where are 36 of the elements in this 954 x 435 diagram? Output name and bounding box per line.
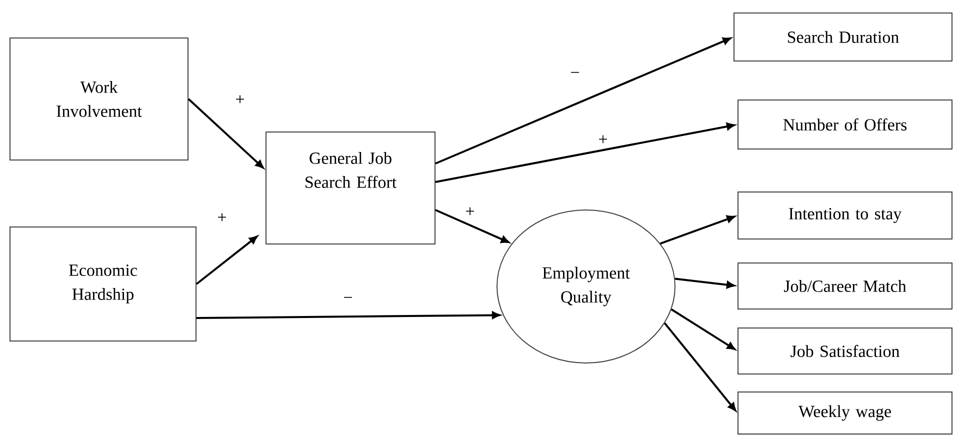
text-box <box>266 132 436 244</box>
edge-label: − <box>569 70 581 80</box>
edge-label: + <box>216 212 228 224</box>
node-label: Work Involvement <box>56 81 142 117</box>
node-label: General Job Search Effort <box>306 152 397 188</box>
node-label: Weekly wage <box>798 405 891 421</box>
arrow <box>674 278 735 288</box>
node-label: Employment Quality <box>542 266 630 306</box>
node-label: Economic Hardship <box>69 264 137 304</box>
node-label: Job/Career Match <box>784 280 906 292</box>
text-box <box>734 12 952 62</box>
arrow <box>196 312 500 319</box>
text-box <box>10 226 196 342</box>
node-label: Job Satisfaction <box>790 344 900 358</box>
text-box <box>738 328 952 374</box>
node-label: Number of Offers <box>783 118 907 131</box>
text-box <box>738 100 952 150</box>
arrow <box>188 98 264 168</box>
ellipse-node <box>496 210 676 364</box>
node-label: Intention to stay <box>788 208 902 223</box>
arrow <box>664 322 736 412</box>
text-box <box>738 262 952 310</box>
arrow <box>435 122 735 183</box>
arrow <box>670 308 736 350</box>
edge-label: + <box>597 134 609 146</box>
edge-label: − <box>342 296 354 304</box>
arrow <box>660 215 735 245</box>
arrow <box>435 209 510 244</box>
text-box <box>738 192 952 240</box>
edge-label: + <box>464 206 476 218</box>
node-label: Search Duration <box>788 31 899 43</box>
edge-label: + <box>234 94 246 106</box>
text-box <box>738 392 952 434</box>
arrow <box>196 236 258 285</box>
arrow <box>435 37 731 164</box>
text-box <box>10 38 188 160</box>
